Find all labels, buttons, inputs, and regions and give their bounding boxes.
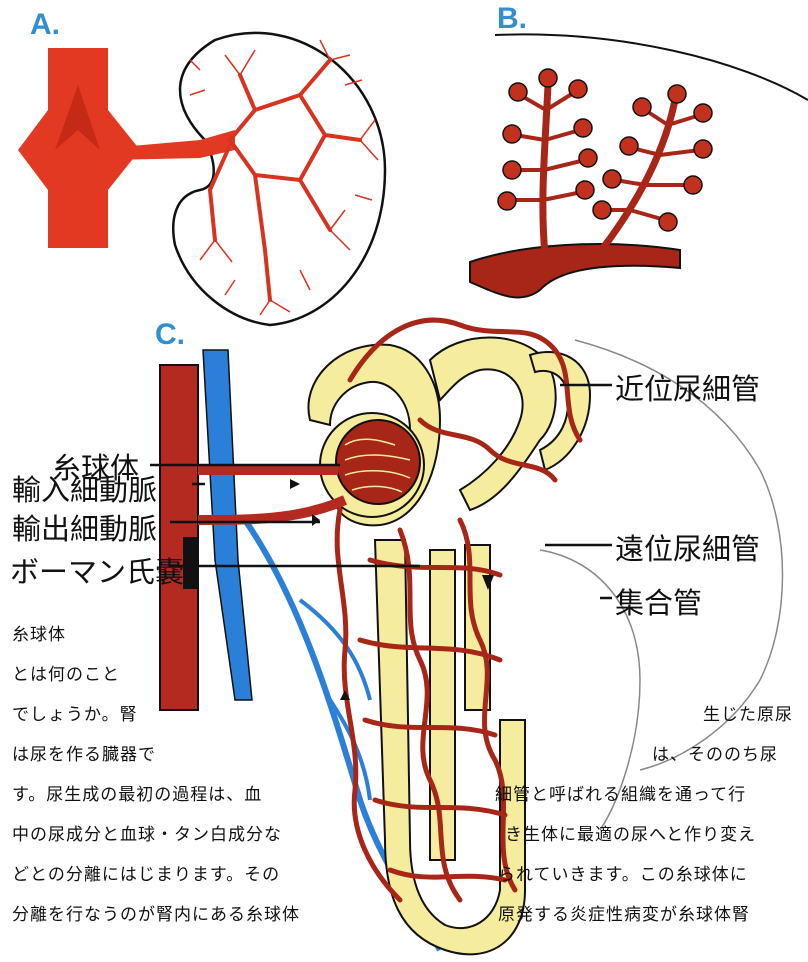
glomerulus-shape	[336, 420, 420, 504]
label-collecting-duct: 集合管	[615, 580, 702, 622]
text-left-line-7: どとの分離にはじまります。その	[12, 860, 280, 885]
text-left-line-2: とは何のこと	[12, 660, 120, 685]
vein-shape	[203, 350, 252, 700]
text-left-line-5: す。尿生成の最初の過程は、血	[12, 780, 262, 805]
text-right-line-6: 原発する炎症性病変が糸球体腎	[498, 900, 750, 925]
panel-letter-a: A.	[30, 8, 60, 42]
text-right-line-4: き生体に最適の尿へと作り変え	[505, 820, 756, 845]
text-left-line-3: でしょうか。腎	[12, 700, 138, 725]
panel-letter-b: B.	[497, 2, 527, 36]
panel-letter-c: C.	[155, 318, 185, 352]
label-afferent-arteriole: 輸入細動脈	[12, 467, 157, 509]
text-right-line-5: られていきます。この糸球体に	[498, 860, 748, 885]
label-efferent-arteriole: 輸出細動脈	[12, 506, 157, 548]
text-left-line-8: 分離を行なうのが腎内にある糸球体	[12, 900, 300, 925]
label-proximal-tubule: 近位尿細管	[615, 366, 760, 408]
text-left-line-6: 中の尿成分と血球・タン白成分な	[12, 820, 282, 845]
panel-b-arterioles	[470, 34, 808, 297]
text-right-line-1: 生じた原尿	[703, 700, 793, 725]
text-left-line-1: 糸球体	[12, 620, 66, 645]
label-distal-tubule: 遠位尿細管	[615, 526, 760, 568]
panel-a-kidney	[18, 33, 385, 325]
label-bowman-capsule: ボーマン氏嚢	[10, 549, 184, 591]
text-right-line-2: は、そののち尿	[652, 740, 778, 765]
text-right-line-3: 細管と呼ばれる組織を通って行	[495, 780, 746, 805]
text-left-line-4: は尿を作る臓器で	[12, 740, 156, 765]
